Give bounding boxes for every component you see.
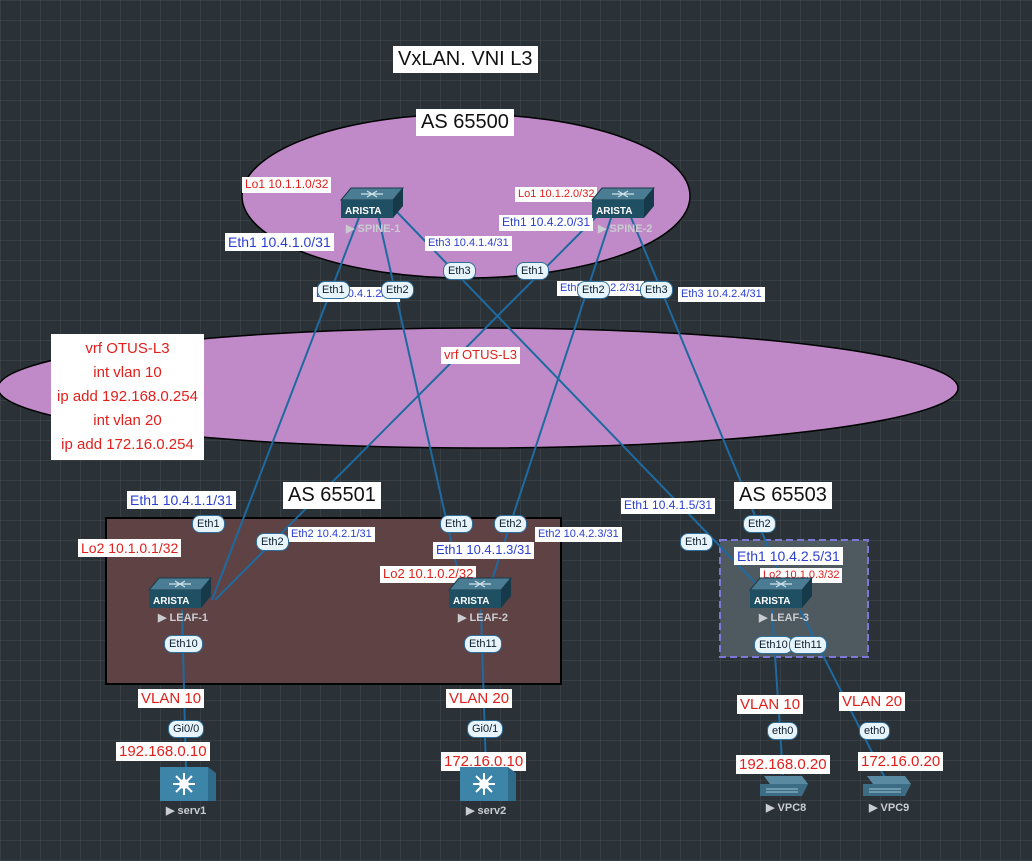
vrf-config-line: int vlan 20 [93,412,162,429]
port-spine1-eth1[interactable]: Eth1 [317,281,350,299]
port-serv1-gi00[interactable]: Gi0/0 [168,720,205,738]
switch-icon: ARISTA [748,577,814,608]
as-65503-label: AS 65503 [734,482,832,509]
switch-icon: ARISTA [339,187,405,218]
vpc8-ip-label: 192.168.0.20 [736,755,830,775]
vrf-otus-l3-area [0,327,959,449]
leaf2-eth2-label: Eth2 10.4.2.3/31 [535,527,622,542]
vpc9-host[interactable] [861,774,913,805]
pc-icon [863,776,911,796]
as-65501-label: AS 65501 [283,482,381,509]
spine2-name: ▶ SPINE-2 [598,223,653,235]
spine1-switch[interactable]: ARISTA [339,186,405,225]
vrf-config-line: ip add 192.168.0.254 [57,388,198,405]
port-spine2-eth3[interactable]: Eth3 [640,281,673,299]
vlan-label: VLAN 20 [446,689,513,709]
port-leaf2-eth2[interactable]: Eth2 [494,515,527,533]
vpc9-name: ▶ VPC9 [869,802,910,814]
leaf2-switch[interactable]: ARISTA [447,576,513,615]
server-icon [160,767,216,801]
serv1-name: ▶ serv1 [166,805,207,817]
spine1-eth3-label: Eth3 10.4.1.4/31 [425,236,512,251]
spine1-eth1-label: Eth1 10.4.1.0/31 [225,233,334,252]
port-leaf1-eth10[interactable]: Eth10 [164,635,203,653]
serv2-ip-label: 172.16.0.10 [441,752,527,772]
leaf1-lo2-label: Lo2 10.1.0.1/32 [78,539,182,558]
vlan-label: VLAN 20 [839,692,906,712]
port-vpc8-eth0[interactable]: eth0 [767,722,799,740]
spine1-lo1-label: Lo1 10.1.1.0/32 [242,177,332,193]
link-spine2-leaf3 [629,214,791,601]
leaf2-name: ▶ LEAF-2 [458,612,509,624]
server-icon [460,767,516,801]
vrf-label: vrf OTUS-L3 [441,347,520,364]
link-spine1-leaf1 [211,214,361,601]
spine1-brand: ARISTA [345,206,381,217]
port-leaf3-eth2[interactable]: Eth2 [743,515,776,533]
switch-icon: ARISTA [590,187,656,218]
leaf1-eth2-label: Eth2 10.4.2.1/31 [288,527,375,542]
vrf-config-box: vrf OTUS-L3 int vlan 10 ip add 192.168.0… [51,334,204,460]
serv1-server[interactable] [158,765,218,808]
leaf1-brand: ARISTA [153,596,189,607]
port-spine1-eth2[interactable]: Eth2 [381,281,414,299]
leaf3-name: ▶ LEAF-3 [759,612,810,624]
port-leaf2-eth1[interactable]: Eth1 [440,515,473,533]
serv2-server[interactable] [458,765,518,808]
switch-icon: ARISTA [447,577,513,608]
spine2-lo1-label: Lo1 10.1.2.0/32 [515,187,598,202]
vpc9-ip-label: 172.16.0.20 [858,752,944,772]
vrf-config-line: ip add 172.16.0.254 [61,436,194,453]
serv2-name: ▶ serv2 [466,805,507,817]
port-leaf3-eth1[interactable]: Eth1 [680,533,713,551]
leaf1-eth1-label: Eth1 10.4.1.1/31 [127,491,236,510]
port-leaf3-eth10[interactable]: Eth10 [754,636,793,654]
vlan-label: VLAN 10 [138,689,205,709]
vrf-config-line: vrf OTUS-L3 [85,340,170,357]
port-serv2-gi01[interactable]: Gi0/1 [467,720,504,738]
vpc8-name: ▶ VPC8 [766,802,807,814]
leaf1-switch[interactable]: ARISTA [147,576,213,615]
diagram-title: VxLAN. VNI L3 [393,46,538,73]
port-spine2-eth2[interactable]: Eth2 [577,281,610,299]
spine2-eth1-label: Eth1 10.4.2.0/31 [499,215,594,231]
vpc8-host[interactable] [758,774,810,805]
leaf3-eth1-label: Eth1 10.4.1.5/31 [621,498,716,514]
pc-icon [760,776,808,796]
spine1-name: ▶ SPINE-1 [346,223,401,235]
switch-icon: ARISTA [147,577,213,608]
leaf3-switch[interactable]: ARISTA [748,576,814,615]
leaf2-eth1-label: Eth1 10.4.1.3/31 [433,542,535,559]
spine2-switch[interactable]: ARISTA [590,186,656,225]
port-leaf3-eth11[interactable]: Eth11 [789,636,827,654]
port-leaf2-eth11[interactable]: Eth11 [464,635,502,653]
vrf-config-line: int vlan 10 [93,364,162,381]
serv1-ip-label: 192.168.0.10 [116,742,210,762]
vlan-label: VLAN 10 [737,695,804,715]
port-vpc9-eth0[interactable]: eth0 [859,722,891,740]
leaf1-name: ▶ LEAF-1 [158,612,209,624]
leaf3-eth2-label: Eth1 10.4.2.5/31 [734,547,843,566]
spine2-brand: ARISTA [596,206,632,217]
port-spine1-eth3[interactable]: Eth3 [443,262,476,280]
spine2-eth3-label: Eth3 10.4.2.4/31 [678,287,765,302]
leaf3-brand: ARISTA [754,596,790,607]
link-spine2-leaf2 [485,214,613,599]
leaf2-lo2-label: Lo2 10.1.0.2/32 [380,566,477,583]
leaf2-brand: ARISTA [453,596,489,607]
as-65500-label: AS 65500 [416,109,514,136]
port-leaf1-eth1[interactable]: Eth1 [192,515,225,533]
port-leaf1-eth2[interactable]: Eth2 [256,533,289,551]
port-spine2-eth1[interactable]: Eth1 [516,262,549,280]
